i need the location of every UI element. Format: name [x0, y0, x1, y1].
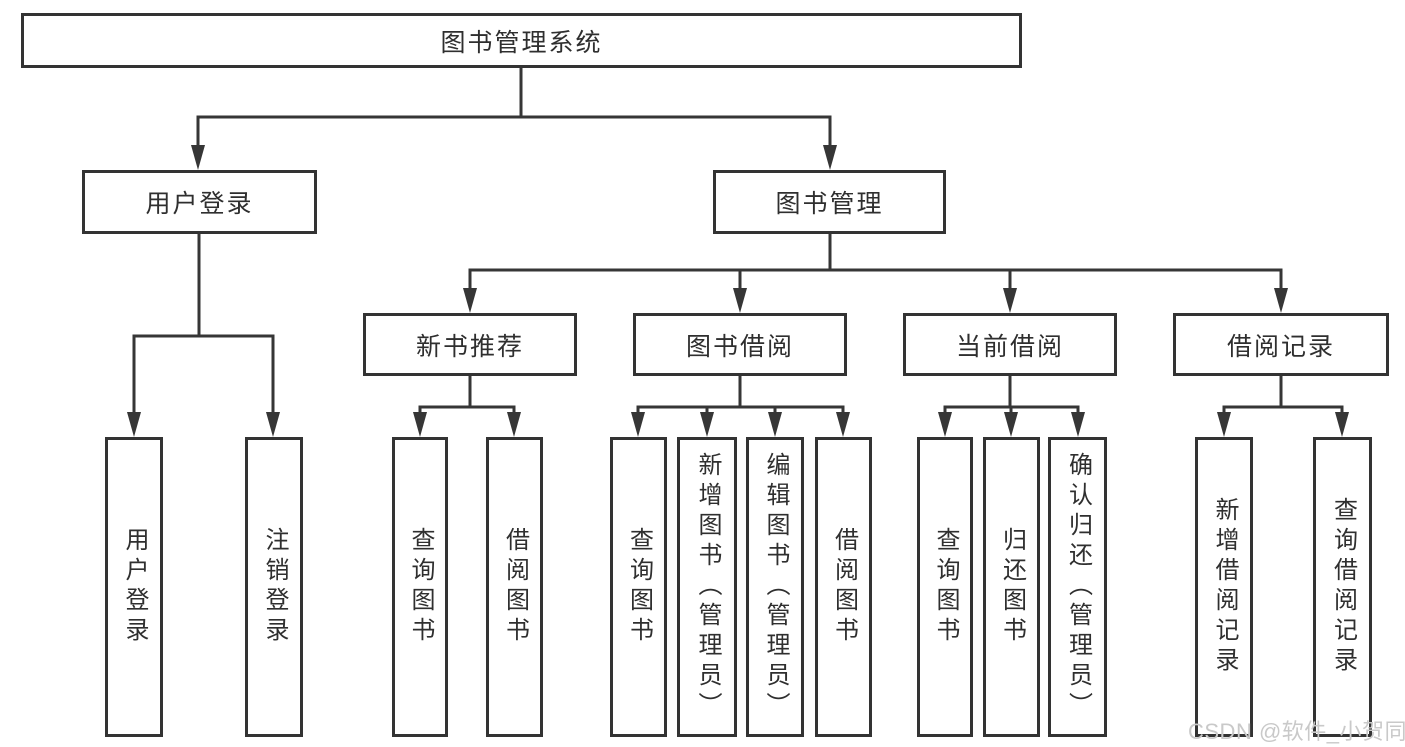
csdn-watermark: CSDN @软件_小贺同学 — [1188, 719, 1405, 744]
node-label: 查询借阅记录 — [1329, 497, 1357, 677]
leaf-borrow-books-recommend: 借阅图书 — [486, 437, 543, 737]
leaf-borrow-books: 借阅图书 — [815, 437, 872, 737]
leaf-logout: 注销登录 — [245, 437, 303, 737]
node-label: 确认归还（管理员） — [1064, 452, 1092, 722]
leaf-query-books-borrowing: 查询图书 — [610, 437, 667, 737]
node-label: 编辑图书（管理员） — [762, 452, 789, 722]
node-label: 新书推荐 — [415, 332, 524, 361]
leaf-query-books-current: 查询图书 — [917, 437, 973, 737]
node-book-management: 图书管理 — [713, 170, 946, 234]
node-label: 图书借阅 — [685, 332, 794, 361]
node-label: 查询图书 — [625, 527, 653, 647]
node-user-login: 用户登录 — [82, 170, 317, 234]
node-label: 用户登录 — [145, 190, 254, 218]
node-label: 查询图书 — [407, 527, 434, 647]
node-label: 借阅记录 — [1226, 332, 1335, 361]
node-label: 归还图书 — [998, 527, 1026, 647]
node-label: 借阅图书 — [830, 527, 858, 647]
node-book-borrowing: 图书借阅 — [633, 313, 847, 376]
node-label: 新增借阅记录 — [1211, 497, 1238, 677]
leaf-query-borrow-record: 查询借阅记录 — [1313, 437, 1372, 737]
node-label: 借阅图书 — [501, 527, 529, 647]
node-current-borrowing: 当前借阅 — [903, 313, 1117, 376]
node-borrowing-records: 借阅记录 — [1173, 313, 1389, 376]
leaf-return-books: 归还图书 — [983, 437, 1040, 737]
node-label: 查询图书 — [932, 527, 959, 647]
leaf-query-books-recommend: 查询图书 — [392, 437, 448, 737]
node-library-management-system: 图书管理系统 — [21, 13, 1022, 68]
node-label: 新增图书（管理员） — [694, 452, 721, 722]
node-label: 当前借阅 — [955, 332, 1064, 361]
node-label: 图书管理系统 — [440, 28, 603, 57]
leaf-confirm-return-admin: 确认归还（管理员） — [1048, 437, 1107, 737]
node-new-book-recommend: 新书推荐 — [363, 313, 577, 376]
leaf-add-books-admin: 新增图书（管理员） — [677, 437, 737, 737]
leaf-user-login: 用户登录 — [105, 437, 163, 737]
node-label: 注销登录 — [261, 527, 288, 647]
node-label: 图书管理 — [775, 190, 884, 218]
node-label: 用户登录 — [121, 527, 148, 647]
leaf-add-borrow-record: 新增借阅记录 — [1195, 437, 1253, 737]
leaf-edit-books-admin: 编辑图书（管理员） — [746, 437, 804, 737]
